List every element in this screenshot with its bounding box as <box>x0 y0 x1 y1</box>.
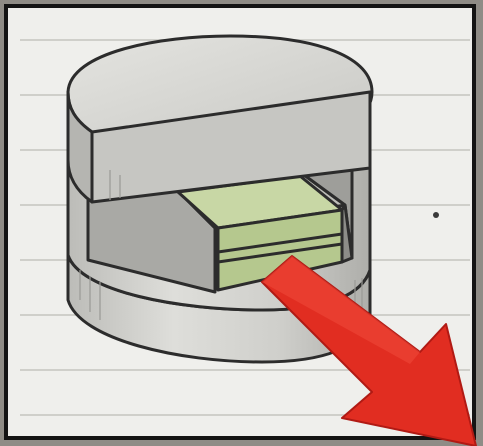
ink-speck <box>433 212 439 218</box>
green-core-block <box>176 174 344 292</box>
red-arrow <box>261 255 477 446</box>
green-block-layer-line-1 <box>217 232 343 254</box>
cylinder-top-cap <box>66 34 374 204</box>
green-block-front <box>216 208 344 292</box>
green-block-layer-line-2 <box>217 242 343 264</box>
top-cap-left-side <box>66 90 94 204</box>
red-arrow-highlight <box>262 256 420 364</box>
